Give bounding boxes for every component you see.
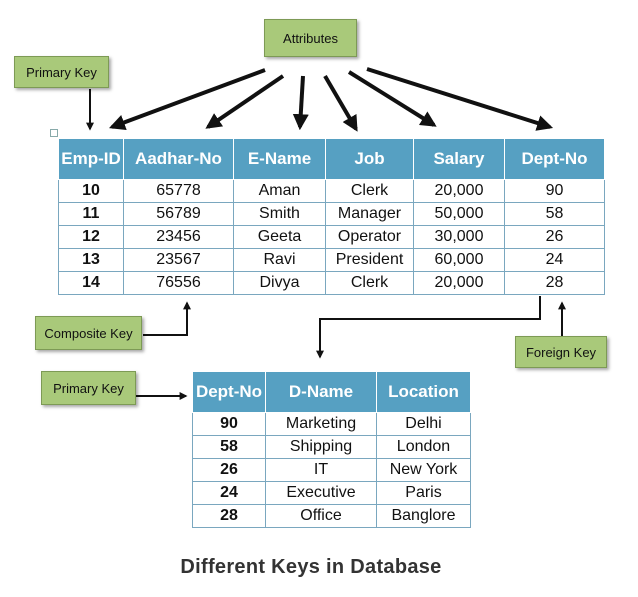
table-cell: Manager (325, 202, 414, 226)
table-cell: 76556 (123, 271, 234, 295)
table-row: 14 76556 Divya Clerk 20,000 28 (58, 271, 605, 295)
attributes-label-text: Attributes (283, 30, 338, 46)
department-header-cell: D-Name (265, 371, 377, 413)
table-cell: 58 (504, 202, 605, 226)
table-cell: 90 (192, 412, 266, 436)
department-table: Dept-No D-Name Location 90 Marketing Del… (192, 371, 471, 528)
department-header-cell: Location (376, 371, 471, 413)
table-cell: Operator (325, 225, 414, 249)
table-cell: 23456 (123, 225, 234, 249)
primary-key-label-bottom: Primary Key (41, 371, 136, 405)
table-cell: President (325, 248, 414, 272)
attributes-label: Attributes (264, 19, 357, 57)
employee-table: Emp-ID Aadhar-No E-Name Job Salary Dept-… (58, 138, 605, 295)
table-cell: Clerk (325, 179, 414, 203)
table-cell: 26 (192, 458, 266, 482)
table-cell: 28 (504, 271, 605, 295)
table-cell: 56789 (123, 202, 234, 226)
composite-key-label-text: Composite Key (44, 325, 133, 341)
table-cell: IT (265, 458, 377, 482)
table-cell: 10 (58, 179, 124, 203)
foreign-key-label-text: Foreign Key (525, 344, 597, 360)
table-cell: 14 (58, 271, 124, 295)
table-cell: 58 (192, 435, 266, 459)
table-cell: 24 (504, 248, 605, 272)
table-row: 28 Office Banglore (192, 504, 471, 528)
table-cell: New York (376, 458, 471, 482)
table-cell: Paris (376, 481, 471, 505)
table-cell: Marketing (265, 412, 377, 436)
table-row: 58 Shipping London (192, 435, 471, 459)
employee-header-cell: Emp-ID (58, 138, 124, 180)
table-row: 24 Executive Paris (192, 481, 471, 505)
table-cell: 11 (58, 202, 124, 226)
attribute-arrow-salary (347, 70, 437, 127)
table-row: 10 65778 Aman Clerk 20,000 90 (58, 179, 605, 203)
employee-header-cell: E-Name (233, 138, 326, 180)
table-cell: Office (265, 504, 377, 528)
employee-header-cell: Aadhar-No (123, 138, 234, 180)
table-cell: Divya (233, 271, 326, 295)
table-cell: 20,000 (413, 179, 505, 203)
table-cell: 12 (58, 225, 124, 249)
department-header-cell: Dept-No (192, 371, 266, 413)
department-header-row: Dept-No D-Name Location (192, 371, 471, 413)
table-row: 26 IT New York (192, 458, 471, 482)
foreign-key-label: Foreign Key (515, 336, 607, 368)
table-cell: Smith (233, 202, 326, 226)
employee-header-cell: Dept-No (504, 138, 605, 180)
attribute-arrow-job (323, 74, 358, 132)
table-cell: 50,000 (413, 202, 505, 226)
table-cell: Banglore (376, 504, 471, 528)
table-cell: 13 (58, 248, 124, 272)
table-cell: 24 (192, 481, 266, 505)
employee-header-cell: Job (325, 138, 414, 180)
table-cell: 23567 (123, 248, 234, 272)
composite-key-arrow (143, 301, 191, 336)
attribute-arrow-deptno (366, 67, 554, 131)
table-cell: Geeta (233, 225, 326, 249)
table-cell: Shipping (265, 435, 377, 459)
table-cell: 20,000 (413, 271, 505, 295)
table-cell: 90 (504, 179, 605, 203)
attribute-arrow-ename (292, 75, 309, 131)
primary-key-label-top-text: Primary Key (26, 64, 97, 80)
table-cell: 28 (192, 504, 266, 528)
table-cell: Aman (233, 179, 326, 203)
primary-key-label-bottom-text: Primary Key (53, 380, 124, 396)
table-row: 11 56789 Smith Manager 50,000 58 (58, 202, 605, 226)
dept-link-arrow (316, 296, 541, 359)
primary-key-label-top: Primary Key (14, 56, 109, 88)
figure-caption: Different Keys in Database (180, 556, 442, 578)
table-row: 13 23567 Ravi President 60,000 24 (58, 248, 605, 272)
composite-key-label: Composite Key (35, 316, 142, 350)
table-cell: 30,000 (413, 225, 505, 249)
table-cell: London (376, 435, 471, 459)
table-row: 12 23456 Geeta Operator 30,000 26 (58, 225, 605, 249)
selection-handle: . (50, 129, 58, 137)
table-cell: 60,000 (413, 248, 505, 272)
employee-header-row: Emp-ID Aadhar-No E-Name Job Salary Dept-… (58, 138, 605, 180)
table-row: 90 Marketing Delhi (192, 412, 471, 436)
table-cell: Clerk (325, 271, 414, 295)
table-cell: Delhi (376, 412, 471, 436)
table-cell: 26 (504, 225, 605, 249)
employee-header-cell: Salary (413, 138, 505, 180)
table-cell: Ravi (233, 248, 326, 272)
attribute-arrow-aadhar-2 (205, 74, 285, 129)
table-cell: 65778 (123, 179, 234, 203)
attribute-arrow-aadhar (109, 68, 266, 131)
table-cell: Executive (265, 481, 377, 505)
